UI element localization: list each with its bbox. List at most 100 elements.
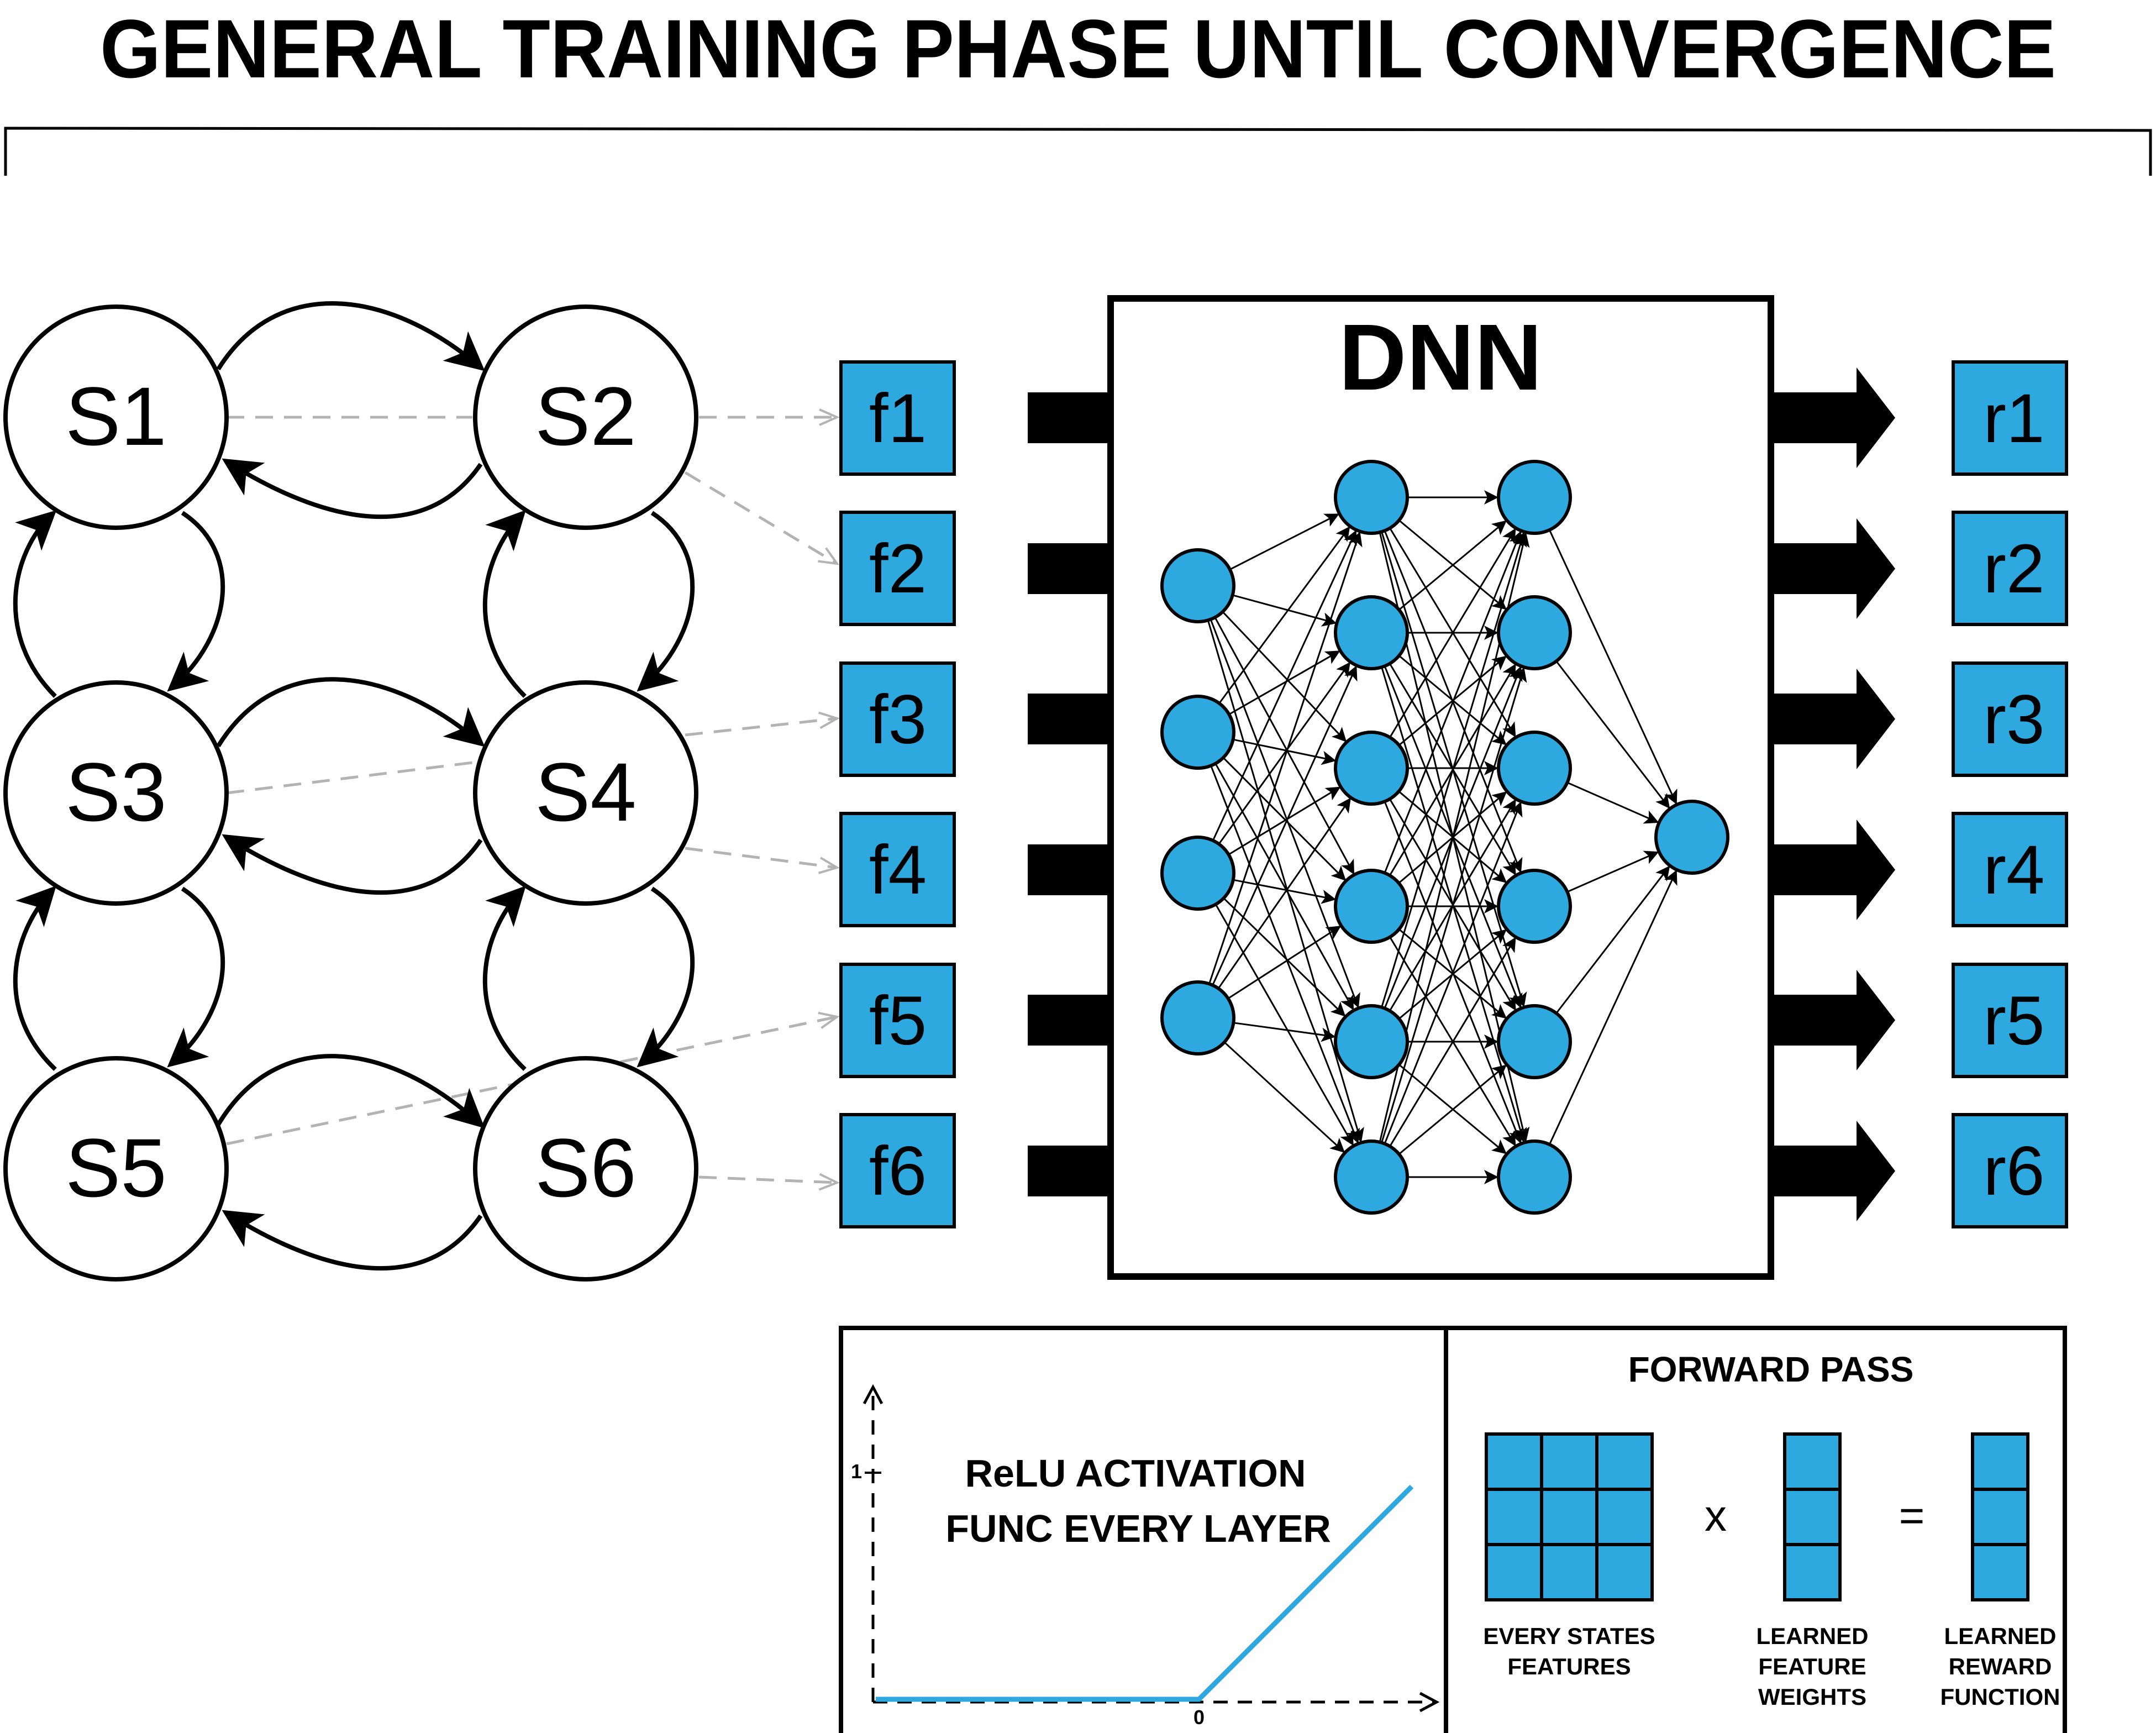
feature-f6: f6: [839, 1113, 956, 1228]
network-edge: [1555, 660, 1670, 809]
state-s1-label: S1: [65, 370, 166, 463]
network-neuron: [1497, 595, 1572, 670]
network-edge: [1566, 781, 1659, 824]
network-edge: [1218, 661, 1351, 845]
reward-r3-label: r3: [1983, 681, 2044, 758]
feature-f5-label: f5: [869, 983, 927, 1059]
network-edge: [1208, 531, 1363, 984]
network-edge: [1222, 757, 1347, 881]
network-edge: [1210, 619, 1360, 1009]
network-neuron: [1334, 1139, 1409, 1215]
network-neuron: [1497, 460, 1572, 535]
reward-r4-label: r4: [1983, 832, 2044, 908]
network-edge: [1223, 1041, 1345, 1153]
reward-r2-label: r2: [1983, 531, 2044, 607]
reward-label-line2: REWARD: [1949, 1653, 2052, 1679]
network-neuron: [1160, 980, 1235, 1055]
state-s3: S3: [3, 680, 229, 906]
network-neuron: [1334, 595, 1409, 670]
network-edge: [1548, 529, 1678, 805]
network-edge: [1233, 879, 1337, 904]
feature-f2-label: f2: [869, 531, 927, 607]
feature-f3: f3: [839, 661, 956, 777]
network-edge: [1222, 611, 1347, 742]
network-neuron: [1334, 869, 1409, 944]
feature-f2: f2: [839, 511, 956, 626]
weights-label-line1: LEARNED: [1756, 1623, 1868, 1649]
dnn-input-pins: [1028, 392, 1111, 1196]
network-edges: [1207, 490, 1678, 1184]
state-s4: S4: [473, 680, 698, 906]
network-edge: [1217, 797, 1352, 989]
network-edge: [1555, 865, 1670, 1014]
reward-r3: r3: [1952, 661, 2068, 777]
feature-f4-label: f4: [869, 832, 927, 908]
reward-vector: [1971, 1432, 2029, 1601]
feature-f1: f1: [839, 360, 956, 476]
state-s4-label: S4: [535, 745, 636, 838]
matrix-label-line1: EVERY STATES: [1483, 1623, 1655, 1649]
reward-r1-label: r1: [1983, 380, 2044, 457]
relu-x-tick: 0: [1193, 1706, 1205, 1729]
state-s3-label: S3: [65, 745, 166, 838]
network-neuron: [1334, 1004, 1409, 1079]
matrix-label-line2: FEATURES: [1507, 1653, 1631, 1679]
network-edge: [1384, 801, 1523, 1144]
equals-symbol: =: [1899, 1491, 1925, 1540]
network-neuron: [1654, 800, 1729, 875]
dnn-label: DNN: [1339, 305, 1542, 410]
network-neuron: [1334, 731, 1409, 806]
network-nodes: [1160, 460, 1729, 1215]
network-edge: [1210, 765, 1360, 1144]
state-s5: S5: [3, 1056, 229, 1282]
times-symbol: x: [1705, 1491, 1727, 1540]
network-edge: [1233, 738, 1337, 765]
reward-r6-label: r6: [1983, 1133, 2044, 1210]
network-edge: [1214, 763, 1354, 1011]
weights-label-line2: FEATURE: [1758, 1653, 1866, 1679]
feature-f5: f5: [839, 963, 956, 1078]
network-neuron: [1160, 548, 1235, 623]
feature-matrix: [1485, 1432, 1654, 1601]
network-edge: [1228, 650, 1340, 715]
network-edge: [1214, 904, 1354, 1146]
network-neuron: [1497, 731, 1572, 806]
network-neuron: [1497, 1004, 1572, 1079]
network-edge: [1233, 1022, 1336, 1042]
relu-title-line2: FUNC EVERY LAYER: [945, 1507, 1331, 1550]
weights-vector: [1783, 1432, 1842, 1601]
feature-f4: f4: [839, 812, 956, 927]
page-title: GENERAL TRAINING PHASE UNTIL CONVERGENCE: [100, 2, 2056, 95]
forward-pass: FORWARD PASS x = EVERY STATES FEATURES L…: [1483, 1349, 2060, 1710]
network-edge: [1228, 786, 1341, 855]
network-edge: [1207, 619, 1364, 1143]
reward-r6: r6: [1952, 1113, 2068, 1228]
network-edge: [1548, 869, 1678, 1145]
network-edge: [1384, 531, 1523, 874]
state-s2: S2: [473, 304, 698, 530]
network-edge: [1218, 526, 1350, 704]
network-edge: [1381, 667, 1527, 1143]
network-neuron: [1497, 869, 1572, 944]
feature-f6-label: f6: [869, 1133, 927, 1210]
feature-f3-label: f3: [869, 681, 927, 758]
state-feature-links: [226, 417, 837, 1183]
reward-r2: r2: [1952, 511, 2068, 626]
reward-r4: r4: [1952, 812, 2068, 927]
network-edge: [1212, 665, 1358, 986]
title-bracket: [4, 127, 2152, 176]
feature-boxes: f1 f2 f3 f4 f5 f6: [839, 360, 956, 1228]
state-s5-label: S5: [65, 1121, 166, 1214]
network-neuron: [1160, 695, 1235, 770]
reward-label-line1: LEARNED: [1944, 1623, 2056, 1649]
reward-r1: r1: [1952, 360, 2068, 476]
state-nodes: S1 S2 S3 S4 S5 S6: [3, 304, 698, 1282]
state-s1: S1: [3, 304, 229, 530]
state-transitions: [13, 301, 695, 1271]
network-edge: [1232, 594, 1337, 627]
state-s6: S6: [473, 1056, 698, 1282]
network-edge: [1566, 850, 1659, 893]
feature-f1-label: f1: [869, 380, 927, 457]
weights-label-line3: WEIGHTS: [1758, 1684, 1866, 1710]
